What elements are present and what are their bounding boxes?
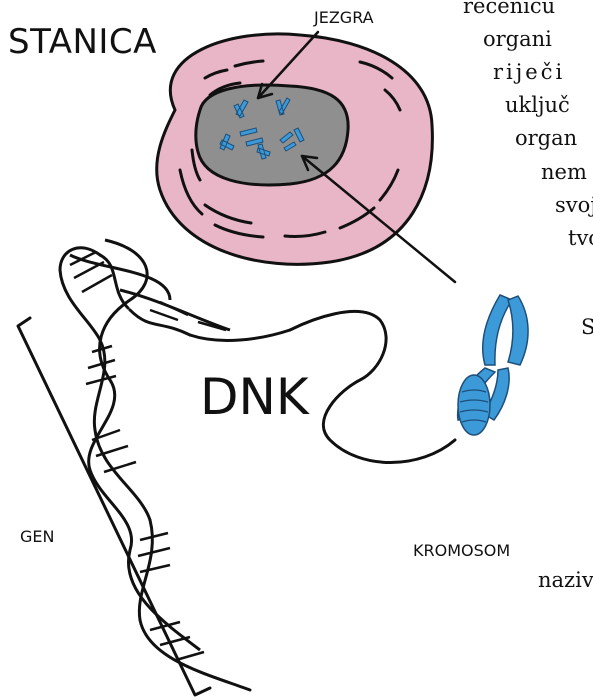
dna-strand: [60, 248, 455, 690]
side-text-line: rečenicu: [463, 0, 555, 18]
chromosome: [458, 295, 528, 435]
side-text-line: uključ: [505, 93, 570, 117]
dna-helix: [70, 240, 230, 650]
side-text-line: naziv: [538, 568, 593, 592]
side-text-line: nem: [541, 160, 587, 184]
side-text-line: organi: [483, 27, 552, 51]
side-text-line: svoj: [555, 193, 593, 217]
gen-label: GEN: [20, 527, 54, 546]
jezgra-label: JEZGRA: [314, 8, 374, 27]
side-text-line: tvo: [568, 226, 593, 250]
nucleus: [196, 85, 348, 185]
side-text-line: riječi: [493, 60, 565, 84]
side-text-line: organ: [515, 126, 577, 150]
dnk-label: DNK: [200, 368, 309, 426]
kromosom-label: KROMOSOM: [413, 541, 510, 560]
side-text-line: S: [581, 315, 593, 339]
stanica-label: STANICA: [8, 22, 157, 62]
